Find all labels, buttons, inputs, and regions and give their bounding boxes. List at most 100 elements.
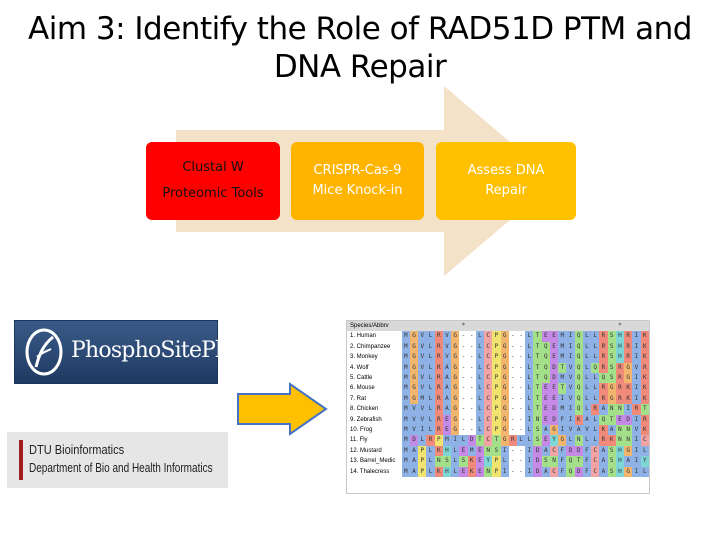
species-name: 12. Mustard <box>347 445 402 457</box>
residue-cell: A <box>599 404 608 415</box>
residue-cell: R <box>624 341 633 353</box>
residue-cell: Q <box>574 352 583 363</box>
residue-cell: L <box>426 414 435 426</box>
residue-cell: L <box>475 404 485 415</box>
title-line-1: Aim 3: Identify the Role of RAD51D PTM a… <box>28 11 692 47</box>
residue-cell: M <box>401 445 410 457</box>
residue-cell: - <box>459 373 468 384</box>
residue-cell: - <box>516 456 526 467</box>
residue-cell: E <box>475 466 485 478</box>
residue-cell: I <box>632 341 641 353</box>
residue-cell: N <box>624 425 633 436</box>
conservation-mark <box>525 321 534 332</box>
residue-cell: L <box>582 331 592 342</box>
species-name: 10. Frog <box>347 425 402 436</box>
residue-cell: M <box>401 425 410 436</box>
residue-cell: D <box>574 466 583 478</box>
residue-cell: - <box>508 373 517 384</box>
residue-cell: L <box>475 393 485 405</box>
residue-cell: G <box>500 404 509 415</box>
residue-cell: M <box>401 435 410 446</box>
residue-cell: G <box>607 393 616 405</box>
residue-cell: A <box>409 445 419 457</box>
alignment-header-label: Species/Abbrv <box>347 321 402 332</box>
residue-cell: I <box>525 456 534 467</box>
residue-cell: F <box>558 445 567 457</box>
residue-cell: V <box>418 352 427 363</box>
residue-cell: Q <box>599 373 608 384</box>
residue-cell: I <box>566 404 575 415</box>
residue-cell: F <box>582 445 592 457</box>
residue-cell: A <box>574 425 583 436</box>
residue-cell: C <box>484 414 493 426</box>
residue-cell: - <box>516 404 526 415</box>
residue-cell: R <box>599 393 608 405</box>
residue-cell: T <box>533 393 542 405</box>
residue-cell: A <box>409 456 419 467</box>
residue-cell: T <box>533 341 542 353</box>
residue-cell: E <box>541 383 550 394</box>
residue-cell: - <box>467 362 476 374</box>
residue-cell: A <box>599 456 608 467</box>
residue-cell: D <box>533 456 542 467</box>
species-name: 8. Chicken <box>347 404 402 415</box>
residue-cell: L <box>582 362 592 374</box>
residue-cell: I <box>632 383 641 394</box>
residue-cell: L <box>475 331 485 342</box>
residue-cell: P <box>492 362 501 374</box>
residue-cell: - <box>459 331 468 342</box>
residue-cell: L <box>591 425 600 436</box>
conservation-mark <box>442 321 452 332</box>
residue-cell: G <box>409 383 419 394</box>
residue-cell: S <box>607 341 616 353</box>
residue-cell: H <box>442 466 452 478</box>
residue-cell: L <box>451 456 460 467</box>
residue-cell: Q <box>574 341 583 353</box>
residue-cell: I <box>500 466 509 478</box>
residue-cell: Q <box>574 404 583 415</box>
residue-cell: - <box>467 352 476 363</box>
residue-cell: A <box>409 466 419 478</box>
residue-cell: A <box>599 445 608 457</box>
residue-cell: I <box>566 352 575 363</box>
residue-cell: E <box>541 331 550 342</box>
residue-cell: - <box>508 466 517 478</box>
residue-cell: E <box>475 456 485 467</box>
species-name: 14. Thalecress <box>347 466 402 478</box>
conservation-mark <box>467 321 476 332</box>
residue-cell: - <box>516 414 526 426</box>
residue-cell: N <box>533 414 542 426</box>
residue-cell: S <box>607 362 616 374</box>
residue-cell: L <box>426 393 435 405</box>
residue-cell: T <box>533 362 542 374</box>
residue-cell: T <box>558 362 567 374</box>
residue-cell: Y <box>640 456 649 467</box>
residue-cell: R <box>599 331 608 342</box>
residue-cell: I <box>558 425 567 436</box>
residue-cell: L <box>582 373 592 384</box>
residue-cell: I <box>632 414 641 426</box>
residue-cell: L <box>475 425 485 436</box>
residue-cell: A <box>607 425 616 436</box>
residue-cell: - <box>516 383 526 394</box>
residue-cell: S <box>607 445 616 457</box>
residue-cell: T <box>533 383 542 394</box>
residue-cell: T <box>640 404 649 415</box>
residue-cell: G <box>500 362 509 374</box>
species-name: 13. Barrel_Medic <box>347 456 402 467</box>
residue-cell: I <box>632 331 641 342</box>
residue-cell: - <box>459 352 468 363</box>
residue-cell: C <box>549 466 559 478</box>
residue-cell: E <box>541 393 550 405</box>
residue-cell: G <box>500 414 509 426</box>
residue-cell: R <box>599 435 608 446</box>
residue-cell: - <box>467 341 476 353</box>
residue-cell: Q <box>541 373 550 384</box>
residue-cell: - <box>508 352 517 363</box>
residue-cell: L <box>475 383 485 394</box>
residue-cell: G <box>451 362 460 374</box>
residue-cell: - <box>459 393 468 405</box>
